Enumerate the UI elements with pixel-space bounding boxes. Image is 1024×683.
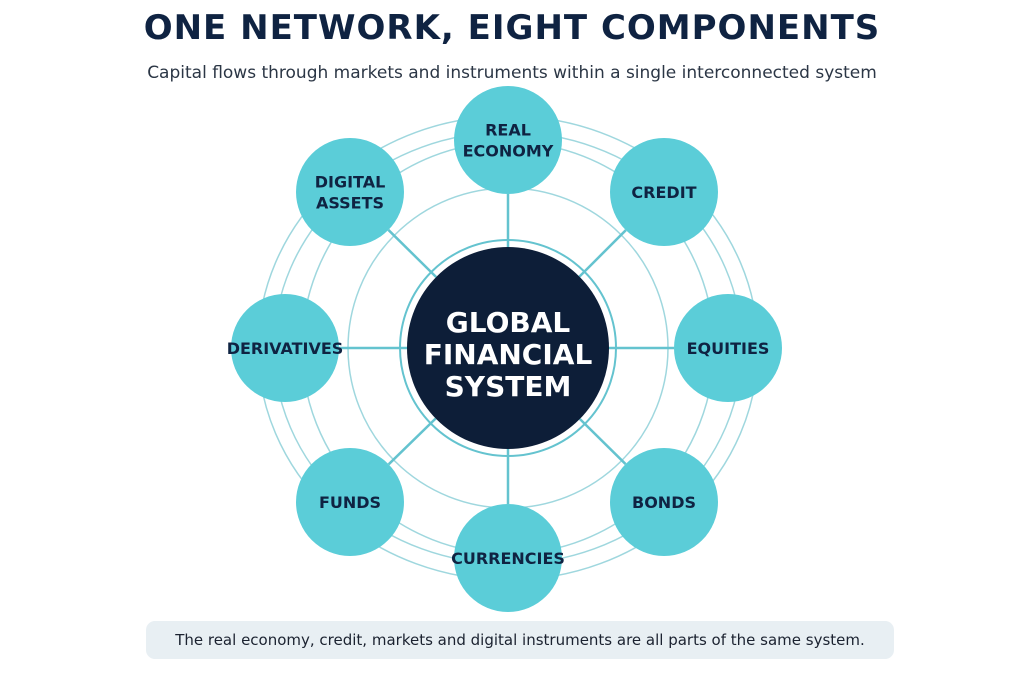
page-title: ONE NETWORK, EIGHT COMPONENTS: [143, 8, 881, 48]
node-label-real-economy-line-2: ECONOMY: [463, 142, 554, 161]
connector-line-bonds: [578, 418, 627, 465]
node-label-digital-assets-line-2: ASSETS: [316, 194, 384, 213]
node-currencies: CURRENCIES: [451, 504, 565, 612]
connector-line-credit: [578, 229, 627, 278]
hub-node: GLOBAL FINANCIAL SYSTEM: [399, 239, 617, 457]
node-circle-bonds: [610, 448, 718, 556]
node-credit: CREDIT: [610, 138, 718, 246]
hub-label-line-2: FINANCIAL: [424, 338, 593, 371]
node-digital-assets: DIGITAL ASSETS: [296, 138, 404, 246]
node-real-economy: REAL ECONOMY: [454, 86, 562, 194]
connector-lines: [339, 194, 674, 504]
hub-outer-ring: [399, 239, 617, 457]
page-subtitle: Capital flows through markets and instru…: [147, 63, 877, 83]
node-equities: EQUITIES: [674, 294, 782, 402]
caption-text: The real economy, credit, markets and di…: [175, 631, 865, 649]
hub-label-line-3: SYSTEM: [445, 370, 572, 403]
node-label-derivatives: DERIVATIVES: [227, 339, 344, 358]
node-label-funds: FUNDS: [319, 493, 381, 512]
node-label-digital-assets-line-1: DIGITAL: [315, 173, 386, 192]
connector-line-digital-assets: [387, 229, 438, 278]
node-circle-equities: [674, 294, 782, 402]
node-circle-credit: [610, 138, 718, 246]
node-label-bonds: BONDS: [632, 493, 696, 512]
node-circle-digital-assets: [296, 138, 404, 246]
node-derivatives: DERIVATIVES: [227, 294, 344, 402]
component-nodes: REAL ECONOMY CREDIT EQUITIES BONDS CURRENCIES…: [227, 86, 782, 612]
hub-circle: [407, 247, 609, 449]
node-circle-derivatives: [231, 294, 339, 402]
hub-label-line-1: GLOBAL: [446, 306, 571, 339]
node-label-credit: CREDIT: [631, 183, 696, 202]
node-circle-real-economy: [454, 86, 562, 194]
node-bonds: BONDS: [610, 448, 718, 556]
node-circle-funds: [296, 448, 404, 556]
node-funds: FUNDS: [296, 448, 404, 556]
node-label-real-economy-line-1: REAL: [485, 121, 531, 140]
node-circle-currencies: [454, 504, 562, 612]
node-label-equities: EQUITIES: [687, 339, 770, 358]
caption-bar: The real economy, credit, markets and di…: [146, 621, 894, 659]
node-label-currencies: CURRENCIES: [451, 549, 565, 568]
connector-line-funds: [387, 417, 437, 466]
